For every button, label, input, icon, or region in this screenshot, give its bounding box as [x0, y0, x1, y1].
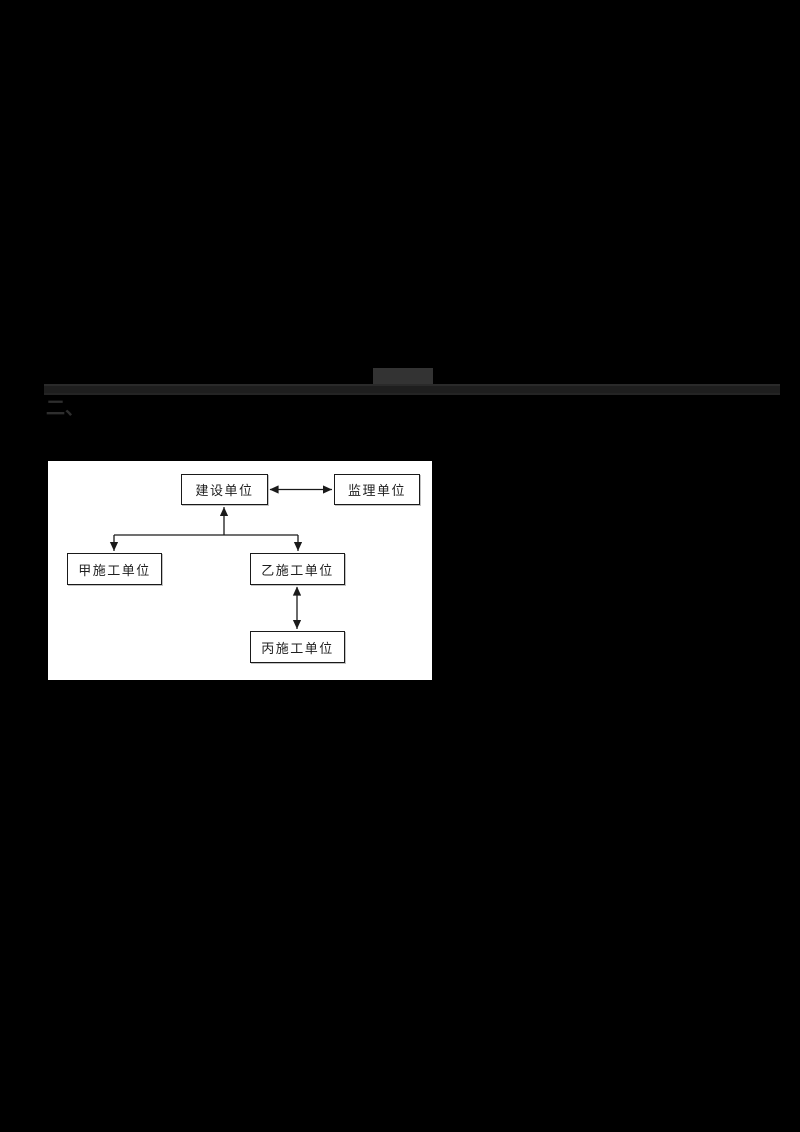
horizontal-rule-main [44, 386, 780, 393]
horizontal-rule-top [44, 384, 780, 386]
node-contractor-a[interactable]: 甲施工单位 [67, 553, 162, 585]
node-supervisor[interactable]: 监理单位 [334, 474, 420, 505]
horizontal-rule-bottom [44, 393, 780, 395]
node-owner[interactable]: 建设单位 [181, 474, 268, 505]
section-heading: 二、 [46, 397, 85, 419]
page-header-block [373, 368, 433, 385]
node-contractor-c[interactable]: 丙施工单位 [250, 631, 345, 663]
org-chart-panel: 建设单位 监理单位 甲施工单位 乙施工单位 丙施工单位 [48, 461, 432, 680]
node-contractor-b[interactable]: 乙施工单位 [250, 553, 345, 585]
